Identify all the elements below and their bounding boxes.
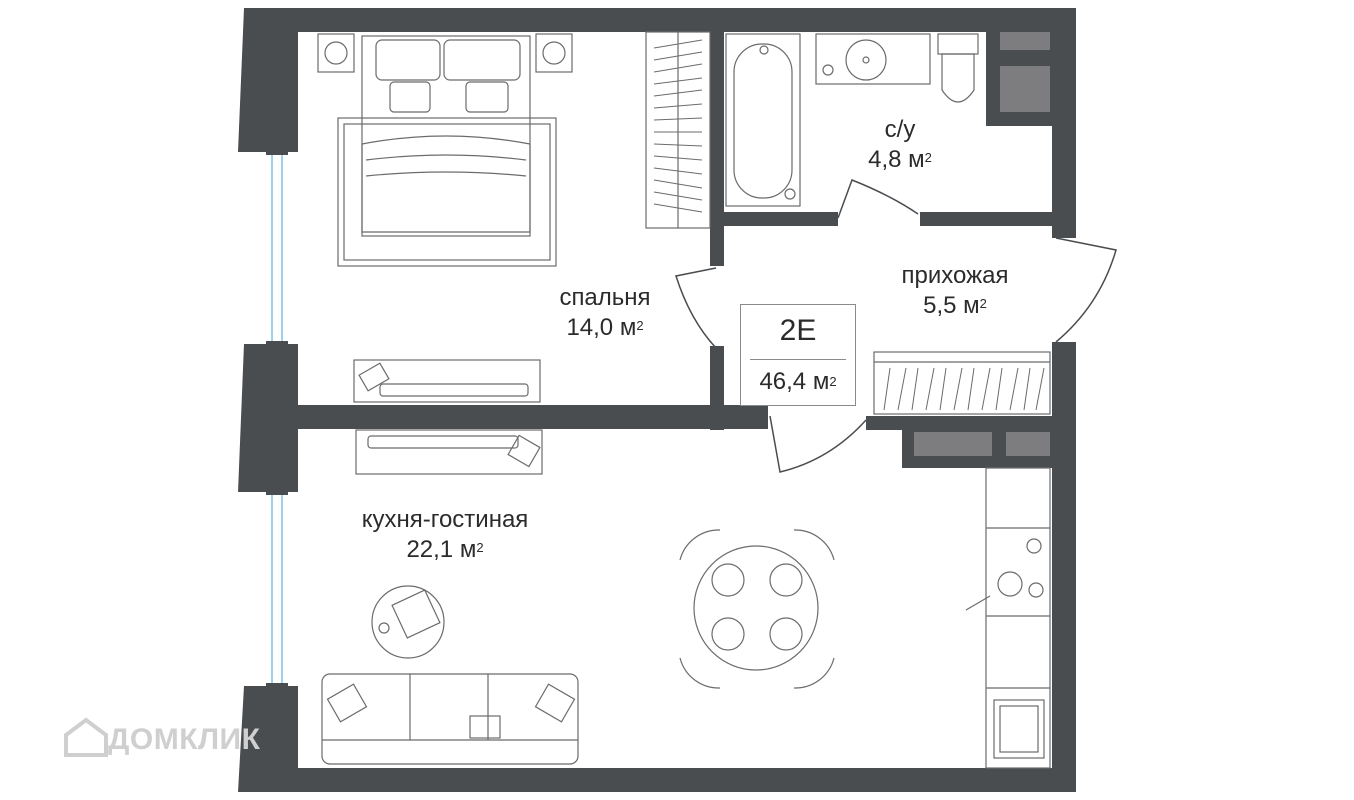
wall-right-upper — [1052, 8, 1076, 238]
room-area-bedroom: 14,0 м2 — [566, 314, 644, 341]
wardrobe-hangers — [653, 39, 703, 213]
wall-bedroom-kitchen — [298, 405, 768, 429]
wall-top — [238, 8, 1076, 152]
door-entrance — [1055, 237, 1117, 343]
room-area-bathroom: 4,8 м2 — [868, 146, 932, 173]
room-label-hallway: прихожая 5,5 м2 — [880, 261, 1030, 321]
wall-bath-bottom-right — [920, 212, 1052, 226]
bathtub — [725, 33, 801, 207]
apartment-badge: 2E 46,4 м2 — [740, 304, 856, 406]
sink — [845, 39, 887, 81]
bedroom-bench — [353, 359, 541, 403]
bathroom-fixtures — [725, 33, 979, 207]
kitchen-sink — [993, 699, 1045, 759]
room-name-bedroom: спальня — [559, 284, 651, 311]
door-kitchen — [769, 415, 867, 473]
watermark-text: ДОМКЛИК — [108, 723, 261, 756]
dining-table — [693, 545, 819, 671]
sofa — [321, 673, 579, 765]
bed — [361, 35, 531, 237]
kitchen-counter — [985, 467, 1051, 769]
bedroom-furniture — [317, 31, 711, 403]
coffee-table — [371, 585, 445, 659]
wall-bottom — [238, 686, 1076, 792]
room-name-kitchen-living: кухня-гостиная — [361, 506, 529, 533]
hall-wardrobe — [873, 351, 1051, 415]
shaft-inner — [914, 32, 1050, 456]
room-label-kitchen-living: кухня-гостиная 22,1 м2 — [330, 505, 560, 565]
door-bedroom — [675, 267, 717, 349]
room-area-hallway: 5,5 м2 — [923, 292, 987, 319]
stove-burner-3 — [1028, 582, 1044, 598]
tv-bench — [355, 429, 543, 475]
toilet — [941, 53, 975, 103]
room-label-bedroom: спальня 14,0 м2 — [540, 283, 670, 343]
room-name-hallway: прихожая — [901, 262, 1009, 289]
room-label-bathroom: с/у 4,8 м2 — [850, 115, 950, 175]
toilet-tank — [937, 33, 979, 55]
wall-bath-bottom-left — [724, 212, 838, 226]
watermark: ДОМКЛИК — [108, 723, 260, 757]
apartment-code: 2E — [779, 314, 817, 347]
sink-counter — [815, 33, 931, 85]
rug — [337, 117, 557, 267]
door-bath — [837, 179, 919, 219]
wall-left-middle — [238, 344, 298, 492]
badge-divider — [750, 359, 846, 360]
apartment-total-area: 46,4 м2 — [759, 368, 837, 395]
room-name-bathroom: с/у — [884, 116, 916, 143]
nightstand-left — [317, 33, 355, 73]
doors — [675, 179, 1117, 473]
wall-bedroom-hall-upper — [710, 32, 724, 266]
wall-right-lower — [1052, 342, 1076, 792]
windows — [271, 154, 283, 684]
room-area-kitchen-living: 22,1 м2 — [406, 536, 484, 563]
stove-burner-1 — [1026, 538, 1042, 554]
wall-hall-kitchen — [866, 416, 1052, 430]
kitchen-furniture — [321, 429, 1051, 769]
watermark-house-icon — [64, 717, 108, 757]
stove-burner-2 — [997, 571, 1023, 597]
wall-bedroom-hall-lower — [710, 346, 724, 430]
nightstand-right — [535, 33, 573, 73]
